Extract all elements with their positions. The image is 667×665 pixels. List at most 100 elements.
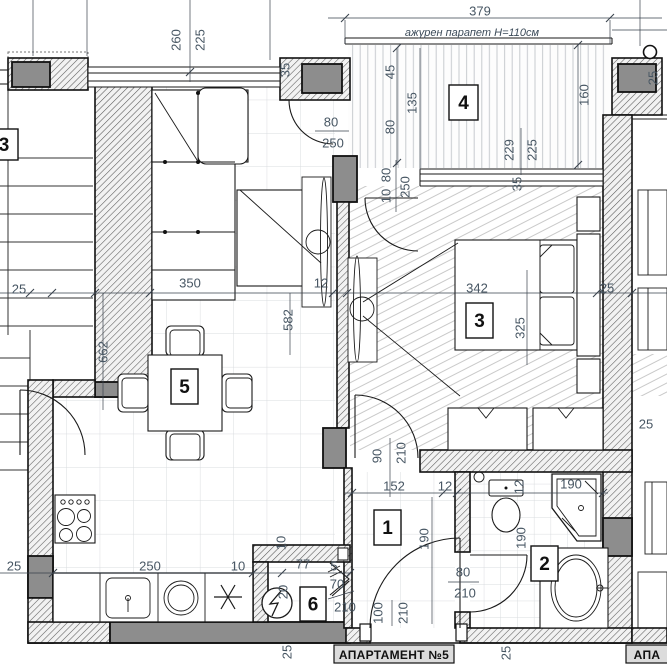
dimension-label: 190 (560, 477, 582, 492)
room-number: 5 (179, 377, 190, 398)
dimension-label: 250 (322, 136, 344, 151)
dimension-label: 80 (383, 120, 398, 134)
dimension-label: 10 (231, 559, 245, 574)
kitchen-sink (105, 577, 151, 619)
room-number-box: 2 (530, 545, 559, 582)
furniture (52, 87, 609, 629)
kitchen (52, 494, 254, 623)
room-number: 2 (539, 554, 550, 575)
closet-fold-door (327, 562, 350, 597)
apartment-label-partial: АПА (634, 648, 661, 662)
apartment-label-box-partial (625, 644, 667, 664)
dimension-label: 379 (469, 4, 491, 19)
toilet (473, 471, 524, 533)
bedroom-bathroom-wall (419, 449, 633, 473)
dimension-label: 662 (96, 341, 111, 363)
dimension-label: 25 (499, 646, 514, 660)
mirror-bedroom-side (347, 255, 378, 363)
dimension-label: 25 (12, 282, 26, 297)
partition-bottom-pier (322, 427, 347, 469)
dimension-label: 260 (169, 29, 184, 51)
room-number-box: 6 (299, 586, 327, 622)
dimension-label: 210 (334, 600, 356, 615)
apartment-label: АПАРТАМЕНТ №5 (339, 648, 449, 662)
top-right-pillar-core (617, 63, 657, 93)
stove (54, 494, 96, 544)
bedroom-window (419, 168, 604, 187)
room-number-frame (530, 545, 559, 582)
dimension-label: 210 (394, 442, 409, 464)
dimension-label: 20 (276, 585, 291, 599)
kitchen-west-pier (27, 555, 54, 599)
hob-symbol (214, 584, 242, 610)
coffee-table (236, 189, 306, 287)
room-number-box: 3 (465, 302, 494, 339)
room-number: 1 (382, 518, 393, 539)
partition-top-pier (332, 155, 358, 203)
dimension-label: 25 (639, 417, 653, 432)
dimension-label: 80 (456, 565, 470, 580)
right-wall-pier (602, 517, 633, 557)
living-bedroom-partition (336, 201, 350, 429)
door-size-fraction-slash (327, 590, 355, 600)
living-room-window (0, 66, 281, 88)
dimension-label: 35 (510, 177, 525, 191)
dimension-label: 250 (398, 176, 413, 198)
hall-floor (346, 472, 455, 628)
dimension-label: 5 (330, 559, 337, 574)
room-number: 4 (458, 93, 469, 114)
top-left-pillar-core (11, 61, 51, 88)
closet-top-wall (252, 544, 351, 563)
dimension-lines (0, 0, 667, 626)
leader-lines (239, 189, 461, 397)
room-number-box: 3 (0, 128, 19, 161)
dimension-label: 582 (281, 309, 296, 331)
parapet-note: ажурен парапет H=110см (405, 27, 540, 39)
terrace-door-bedroom (364, 197, 419, 252)
rain-pipe-symbol (642, 44, 658, 60)
dimension-label: 90 (370, 449, 385, 463)
bathroom-west-wall (454, 471, 471, 553)
dimension-label: 190 (514, 527, 529, 549)
windows (0, 37, 613, 187)
kitchen-bottom-wall (109, 621, 351, 644)
room-number-frame (299, 586, 327, 622)
adjacent-apartment-door (19, 389, 86, 456)
apartment-label-box (333, 644, 455, 664)
dimension-label: 10 (379, 189, 394, 203)
annotations: ажурен парапет H=110см АПАРТАМЕНТ №5 АПА (333, 27, 667, 664)
top-middle-pillar-core (301, 63, 343, 94)
headboard (576, 233, 601, 357)
dimension-label: 342 (466, 281, 488, 296)
dimension-label: 80 (324, 115, 338, 130)
wardrobe (447, 407, 604, 451)
dimension-label: 225 (193, 29, 208, 51)
entrance-door-frame-left (359, 623, 372, 642)
dimension-label: 12 (438, 479, 452, 494)
dimension-label: 25 (7, 559, 21, 574)
room-number-frame (0, 128, 19, 161)
step-wall (52, 379, 96, 398)
sofa (151, 87, 249, 301)
dimension-label: 250 (139, 559, 161, 574)
mirror-living-side (301, 176, 332, 308)
dimension-label: 25 (280, 645, 295, 659)
lightning-icon (268, 590, 282, 617)
nightstand (576, 358, 601, 394)
dimension-label: 190 (417, 528, 432, 550)
room-number-box: 5 (170, 368, 199, 405)
room-number-box: 1 (373, 509, 402, 546)
pillar-insulation-strip (7, 51, 89, 60)
dimension-label: 80 (379, 168, 394, 182)
dimension-label: 229 (502, 139, 517, 161)
dimension-label: 100 (371, 602, 386, 624)
dimension-label: 25 (646, 71, 661, 85)
dimension-label: 77 (296, 557, 310, 572)
entrance-door-frame-right (455, 623, 468, 642)
dimension-label: 160 (577, 84, 592, 106)
bottom-wall-right (631, 627, 667, 644)
dimension-label: 70 (330, 577, 344, 592)
dimension-ticks (25, 13, 637, 578)
